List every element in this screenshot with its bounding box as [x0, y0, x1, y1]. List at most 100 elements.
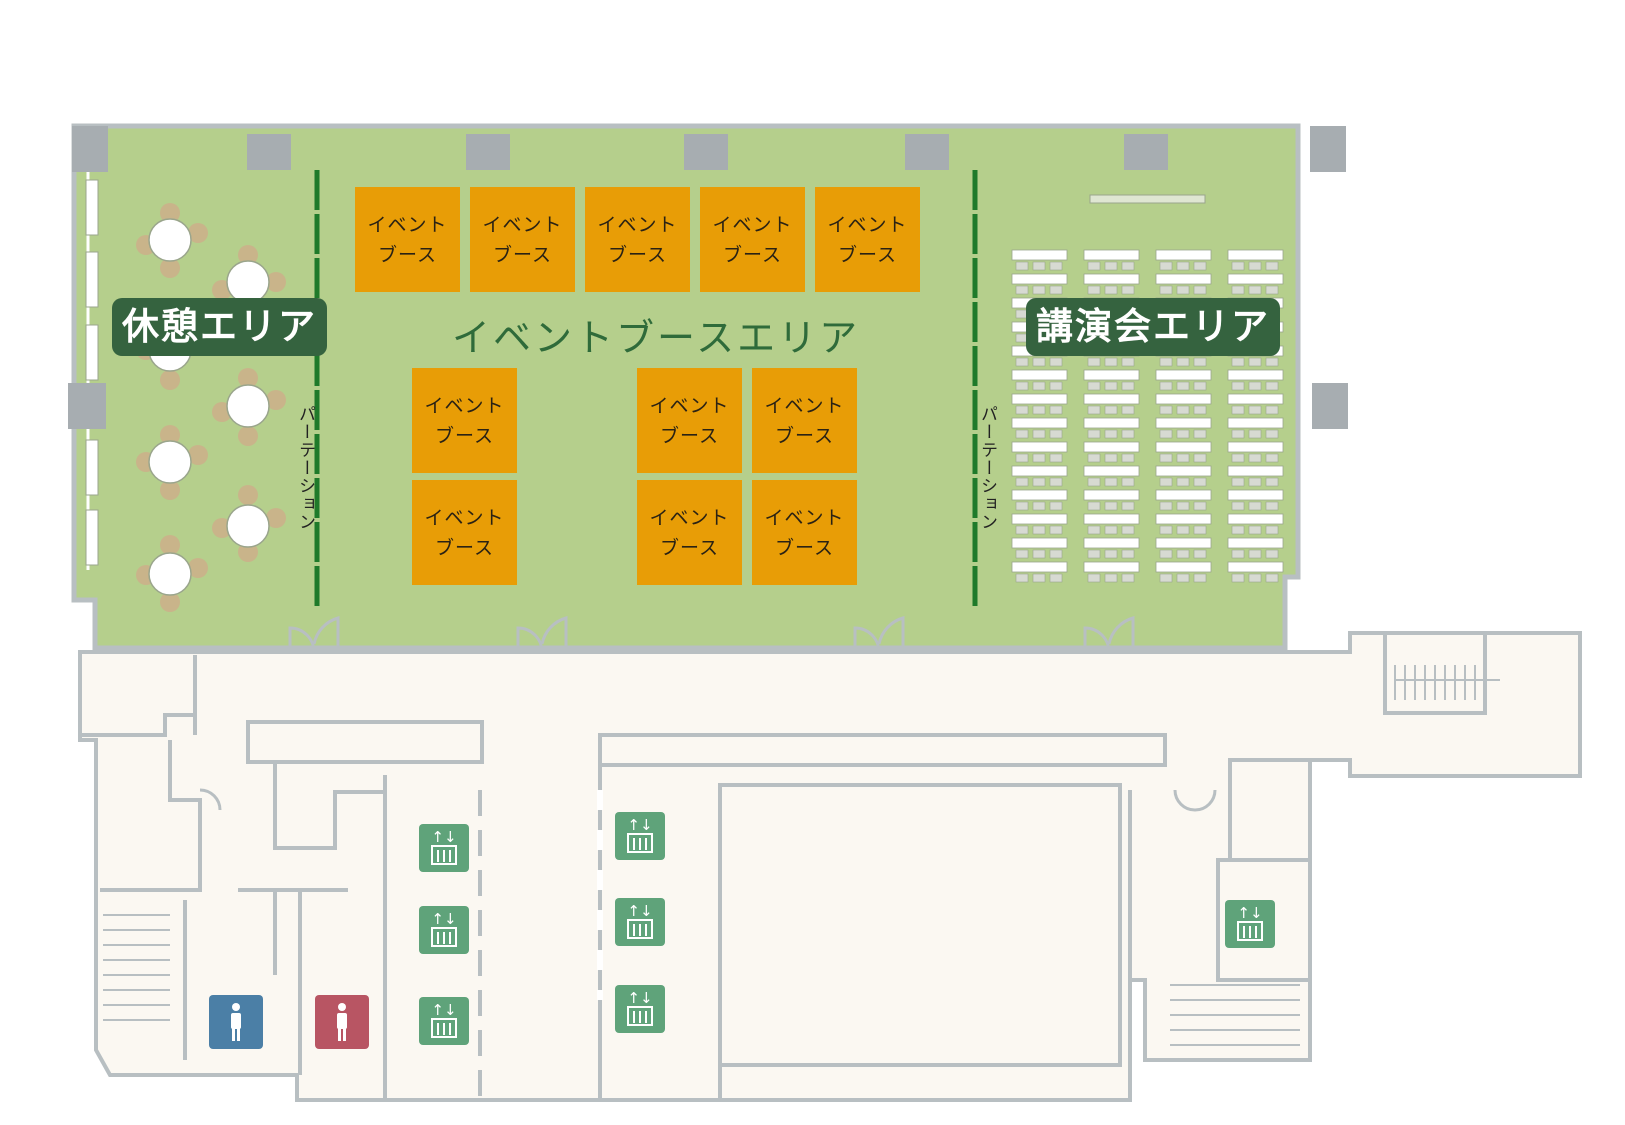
- event-booth: イベントブース: [700, 187, 805, 292]
- booth-label-line2: ブース: [659, 536, 720, 559]
- lecture-desk: [1083, 489, 1140, 501]
- event-booth: イベントブース: [412, 480, 517, 585]
- lecture-chair: [1176, 501, 1190, 511]
- booth-label-line1: イベント: [597, 213, 678, 236]
- lecture-chair: [1032, 381, 1046, 391]
- elevator-icon: ↑↓: [615, 985, 665, 1033]
- lecture-desk: [1011, 393, 1068, 405]
- event-booth: イベントブース: [752, 368, 857, 473]
- lecture-desk: [1011, 417, 1068, 429]
- booth-label-line2: ブース: [377, 243, 438, 266]
- lecture-chair: [1176, 477, 1190, 487]
- lecture-chair: [1032, 477, 1046, 487]
- booth-label-line2: ブース: [722, 243, 783, 266]
- lecture-chair: [1193, 525, 1207, 535]
- lecture-desk: [1155, 393, 1212, 405]
- lecture-chair: [1015, 525, 1029, 535]
- booth-label-line1: イベント: [764, 394, 845, 417]
- booth-label-line2: ブース: [434, 424, 495, 447]
- lecture-chair: [1231, 501, 1245, 511]
- lecture-desk: [1227, 393, 1284, 405]
- lecture-desk: [1155, 561, 1212, 573]
- lecture-chair: [1231, 405, 1245, 415]
- restroom-men-icon: [209, 995, 263, 1049]
- lecture-chair: [1121, 501, 1135, 511]
- elevator-icon: ↑↓: [419, 824, 469, 872]
- lecture-chair: [1248, 549, 1262, 559]
- booth-label-line1: イベント: [764, 506, 845, 529]
- event-booth: イベントブース: [637, 368, 742, 473]
- lecture-chair: [1265, 525, 1279, 535]
- lecture-chair: [1087, 453, 1101, 463]
- lecture-chair: [1176, 381, 1190, 391]
- lecture-chair: [1104, 381, 1118, 391]
- lecture-chair: [1087, 525, 1101, 535]
- lecture-chair: [1049, 381, 1063, 391]
- booth-label-line1: イベント: [482, 213, 563, 236]
- lecture-chair: [1159, 261, 1173, 271]
- lecture-desk: [1227, 273, 1284, 285]
- lecture-chair: [1104, 525, 1118, 535]
- lecture-chair: [1248, 261, 1262, 271]
- lecture-chair: [1087, 357, 1101, 367]
- partition-label-left: パーテーション: [295, 405, 315, 531]
- lecture-chair: [1049, 261, 1063, 271]
- lecture-chair: [1265, 405, 1279, 415]
- lecture-chair: [1049, 405, 1063, 415]
- lecture-desk: [1011, 561, 1068, 573]
- lecture-chair: [1104, 453, 1118, 463]
- lecture-chair: [1265, 357, 1279, 367]
- elevator-icon: ↑↓: [419, 997, 469, 1045]
- lecture-desk: [1083, 465, 1140, 477]
- lecture-chair: [1248, 381, 1262, 391]
- lecture-chair: [1159, 549, 1173, 559]
- lecture-chair: [1032, 549, 1046, 559]
- lecture-chair: [1248, 285, 1262, 295]
- lecture-chair: [1159, 381, 1173, 391]
- lecture-chair: [1087, 285, 1101, 295]
- svg-text:↑↓: ↑↓: [431, 1001, 456, 1019]
- lecture-chair: [1176, 285, 1190, 295]
- lecture-chair: [1231, 261, 1245, 271]
- lecture-chair: [1159, 429, 1173, 439]
- svg-text:↑↓: ↑↓: [1237, 904, 1262, 922]
- svg-text:↑↓: ↑↓: [627, 816, 652, 834]
- lecture-chair: [1032, 525, 1046, 535]
- svg-text:↑↓: ↑↓: [431, 828, 456, 846]
- lecture-chair: [1159, 525, 1173, 535]
- lecture-desk: [1011, 465, 1068, 477]
- lecture-desk: [1227, 537, 1284, 549]
- svg-text:↑↓: ↑↓: [627, 902, 652, 920]
- lecture-desk: [1155, 513, 1212, 525]
- lecture-chair: [1159, 285, 1173, 295]
- lecture-chair: [1231, 357, 1245, 367]
- booth-label-line2: ブース: [434, 536, 495, 559]
- lecture-chair: [1248, 525, 1262, 535]
- lecture-chair: [1176, 525, 1190, 535]
- lecture-chair: [1049, 549, 1063, 559]
- lecture-chair: [1121, 381, 1135, 391]
- lecture-chair: [1087, 429, 1101, 439]
- lecture-chair: [1176, 357, 1190, 367]
- lecture-chair: [1159, 357, 1173, 367]
- lecture-chair: [1015, 453, 1029, 463]
- booth-label-line1: イベント: [424, 506, 505, 529]
- event-booth: イベントブース: [815, 187, 920, 292]
- lecture-chair: [1193, 573, 1207, 583]
- lecture-chair: [1159, 573, 1173, 583]
- lecture-desk: [1155, 489, 1212, 501]
- lecture-chair: [1231, 549, 1245, 559]
- lecture-chair: [1015, 549, 1029, 559]
- lecture-chair: [1193, 501, 1207, 511]
- lecture-desk: [1011, 273, 1068, 285]
- lecture-chair: [1121, 453, 1135, 463]
- lecture-chair: [1104, 549, 1118, 559]
- lecture-chair: [1121, 549, 1135, 559]
- elevator-icon: ↑↓: [615, 812, 665, 860]
- event-booth: イベントブース: [637, 480, 742, 585]
- booth-label-line1: イベント: [649, 394, 730, 417]
- lecture-chair: [1265, 285, 1279, 295]
- partition-label-right: パーテーション: [977, 405, 997, 531]
- lecture-desk: [1227, 489, 1284, 501]
- lecture-chair: [1121, 285, 1135, 295]
